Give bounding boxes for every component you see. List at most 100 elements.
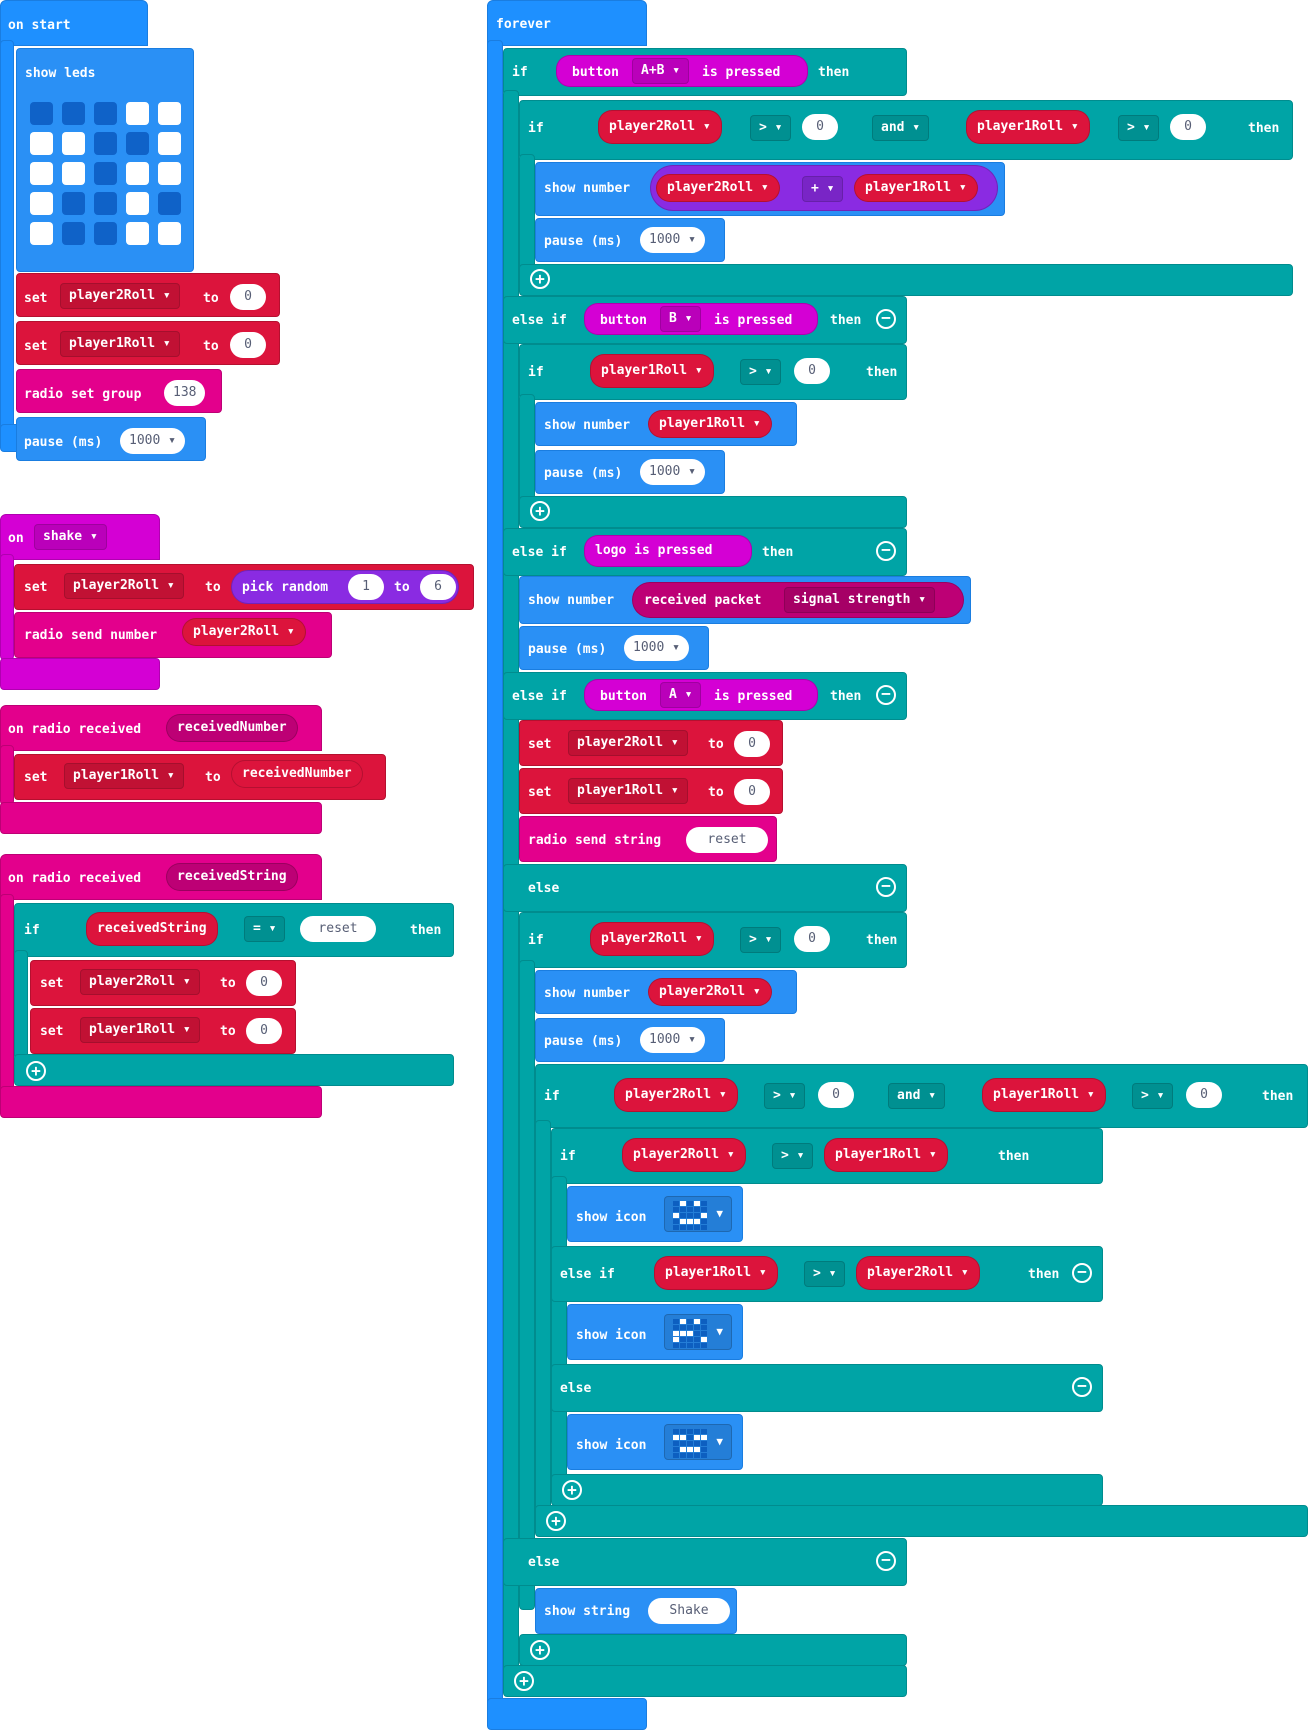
operator-dropdown[interactable]: > ▾ <box>1132 1083 1174 1109</box>
value-input[interactable]: 0 <box>794 926 830 952</box>
value-input[interactable]: 0 <box>794 358 830 384</box>
var-dropdown[interactable]: player2Roll ▾ <box>64 573 184 599</box>
var-reporter[interactable]: player1Roll ▾ <box>654 1256 778 1290</box>
button-pressed-block[interactable] <box>584 679 818 711</box>
else-row[interactable] <box>503 1538 907 1586</box>
var-reporter[interactable]: player2Roll ▾ <box>598 110 722 144</box>
var-dropdown[interactable]: player2Roll ▾ <box>568 730 688 756</box>
var-reporter[interactable]: receivedString <box>86 912 218 946</box>
max-input[interactable]: 6 <box>420 574 456 600</box>
var-reporter[interactable]: player1Roll ▾ <box>982 1078 1106 1112</box>
var-dropdown[interactable]: player2Roll ▾ <box>60 283 180 309</box>
show-icon-block[interactable] <box>567 1304 743 1360</box>
operator-dropdown[interactable]: > ▾ <box>750 115 792 141</box>
remove-branch-icon[interactable]: − <box>876 309 896 329</box>
asleep-icon[interactable]: ▼ <box>664 1424 732 1460</box>
led-cell[interactable] <box>62 222 85 245</box>
forever-block[interactable] <box>487 0 647 46</box>
led-cell[interactable] <box>126 222 149 245</box>
value-input[interactable]: 0 <box>802 114 838 140</box>
button-dropdown[interactable]: A ▾ <box>660 682 702 708</box>
var-dropdown[interactable]: player1Roll ▾ <box>64 763 184 789</box>
value-input[interactable]: 0 <box>246 1018 282 1044</box>
led-cell[interactable] <box>158 192 181 215</box>
value-input[interactable]: 0 <box>246 970 282 996</box>
value-input[interactable]: 0 <box>818 1082 854 1108</box>
and-dropdown[interactable]: and ▾ <box>872 115 930 141</box>
led-cell[interactable] <box>62 192 85 215</box>
on-shake-block[interactable] <box>0 514 160 560</box>
led-cell[interactable] <box>30 132 53 155</box>
led-cell[interactable] <box>30 192 53 215</box>
property-dropdown[interactable]: signal strength ▾ <box>784 587 936 613</box>
led-cell[interactable] <box>126 162 149 185</box>
remove-branch-icon[interactable]: − <box>1072 1263 1092 1283</box>
led-cell[interactable] <box>126 102 149 125</box>
sad-icon[interactable]: ▼ <box>664 1314 732 1350</box>
if-block[interactable] <box>14 903 454 957</box>
value-reporter[interactable]: receivedNumber <box>231 760 363 788</box>
else-row[interactable] <box>551 1364 1103 1412</box>
param-reporter[interactable]: receivedNumber <box>166 714 298 742</box>
button-pressed-block[interactable] <box>556 55 808 87</box>
led-cell[interactable] <box>30 102 53 125</box>
operator-dropdown[interactable]: > ▾ <box>764 1083 806 1109</box>
remove-branch-icon[interactable]: − <box>876 685 896 705</box>
set-player1roll-block[interactable] <box>30 1008 296 1054</box>
ms-dropdown[interactable]: 1000 ▾ <box>640 227 705 253</box>
led-cell[interactable] <box>62 132 85 155</box>
add-else-icon[interactable]: + <box>546 1511 566 1531</box>
var-dropdown[interactable]: player2Roll ▾ <box>80 969 200 995</box>
led-cell[interactable] <box>62 102 85 125</box>
led-cell[interactable] <box>94 222 117 245</box>
var-reporter[interactable]: player2Roll ▾ <box>622 1138 746 1172</box>
ms-dropdown[interactable]: 1000 ▾ <box>120 428 185 454</box>
led-cell[interactable] <box>30 162 53 185</box>
var-dropdown[interactable]: player1Roll ▾ <box>80 1017 200 1043</box>
led-cell[interactable] <box>94 192 117 215</box>
remove-branch-icon[interactable]: − <box>876 541 896 561</box>
ms-dropdown[interactable]: 1000 ▾ <box>624 635 689 661</box>
and-dropdown[interactable]: and ▾ <box>888 1083 946 1109</box>
string-input[interactable]: reset <box>686 827 768 853</box>
else-row[interactable] <box>503 864 907 912</box>
var-reporter[interactable]: player2Roll ▾ <box>182 618 306 646</box>
operator-dropdown[interactable]: > ▾ <box>772 1143 814 1169</box>
operator-dropdown[interactable]: > ▾ <box>740 927 782 953</box>
add-else-icon[interactable]: + <box>530 501 550 521</box>
logo-pressed-block[interactable]: logo is pressed <box>584 535 752 567</box>
gesture-dropdown[interactable]: shake ▾ <box>34 524 107 550</box>
led-cell[interactable] <box>158 102 181 125</box>
operator-dropdown[interactable]: = ▾ <box>244 916 286 942</box>
led-cell[interactable] <box>94 162 117 185</box>
led-cell[interactable] <box>158 132 181 155</box>
led-cell[interactable] <box>126 132 149 155</box>
var-reporter[interactable]: player1Roll ▾ <box>966 110 1090 144</box>
led-cell[interactable] <box>94 132 117 155</box>
else-if-row[interactable] <box>551 1246 1103 1302</box>
value-input[interactable]: 0 <box>734 779 770 805</box>
var-reporter[interactable]: player1Roll ▾ <box>590 354 714 388</box>
operator-dropdown[interactable]: > ▾ <box>740 359 782 385</box>
value-input[interactable]: 0 <box>230 332 266 358</box>
remove-branch-icon[interactable]: − <box>1072 1377 1092 1397</box>
on-start-hat[interactable] <box>0 0 148 46</box>
led-grid[interactable] <box>30 102 190 245</box>
led-cell[interactable] <box>94 102 117 125</box>
ms-dropdown[interactable]: 1000 ▾ <box>640 1027 705 1053</box>
led-cell[interactable] <box>30 222 53 245</box>
led-cell[interactable] <box>158 162 181 185</box>
add-else-icon[interactable]: + <box>514 1671 534 1691</box>
add-else-icon[interactable]: + <box>530 269 550 289</box>
string-input[interactable]: reset <box>300 916 376 942</box>
var-reporter[interactable]: player1Roll ▾ <box>854 174 978 202</box>
var-reporter[interactable]: player1Roll ▾ <box>824 1138 948 1172</box>
remove-branch-icon[interactable]: − <box>876 1551 896 1571</box>
remove-branch-icon[interactable]: − <box>876 877 896 897</box>
value-input[interactable]: 0 <box>1170 114 1206 140</box>
button-pressed-block[interactable] <box>584 303 818 335</box>
happy-icon[interactable]: ▼ <box>664 1196 732 1232</box>
group-input[interactable]: 138 <box>164 380 206 406</box>
var-reporter[interactable]: player2Roll ▾ <box>614 1078 738 1112</box>
var-reporter[interactable]: player1Roll ▾ <box>648 410 772 438</box>
